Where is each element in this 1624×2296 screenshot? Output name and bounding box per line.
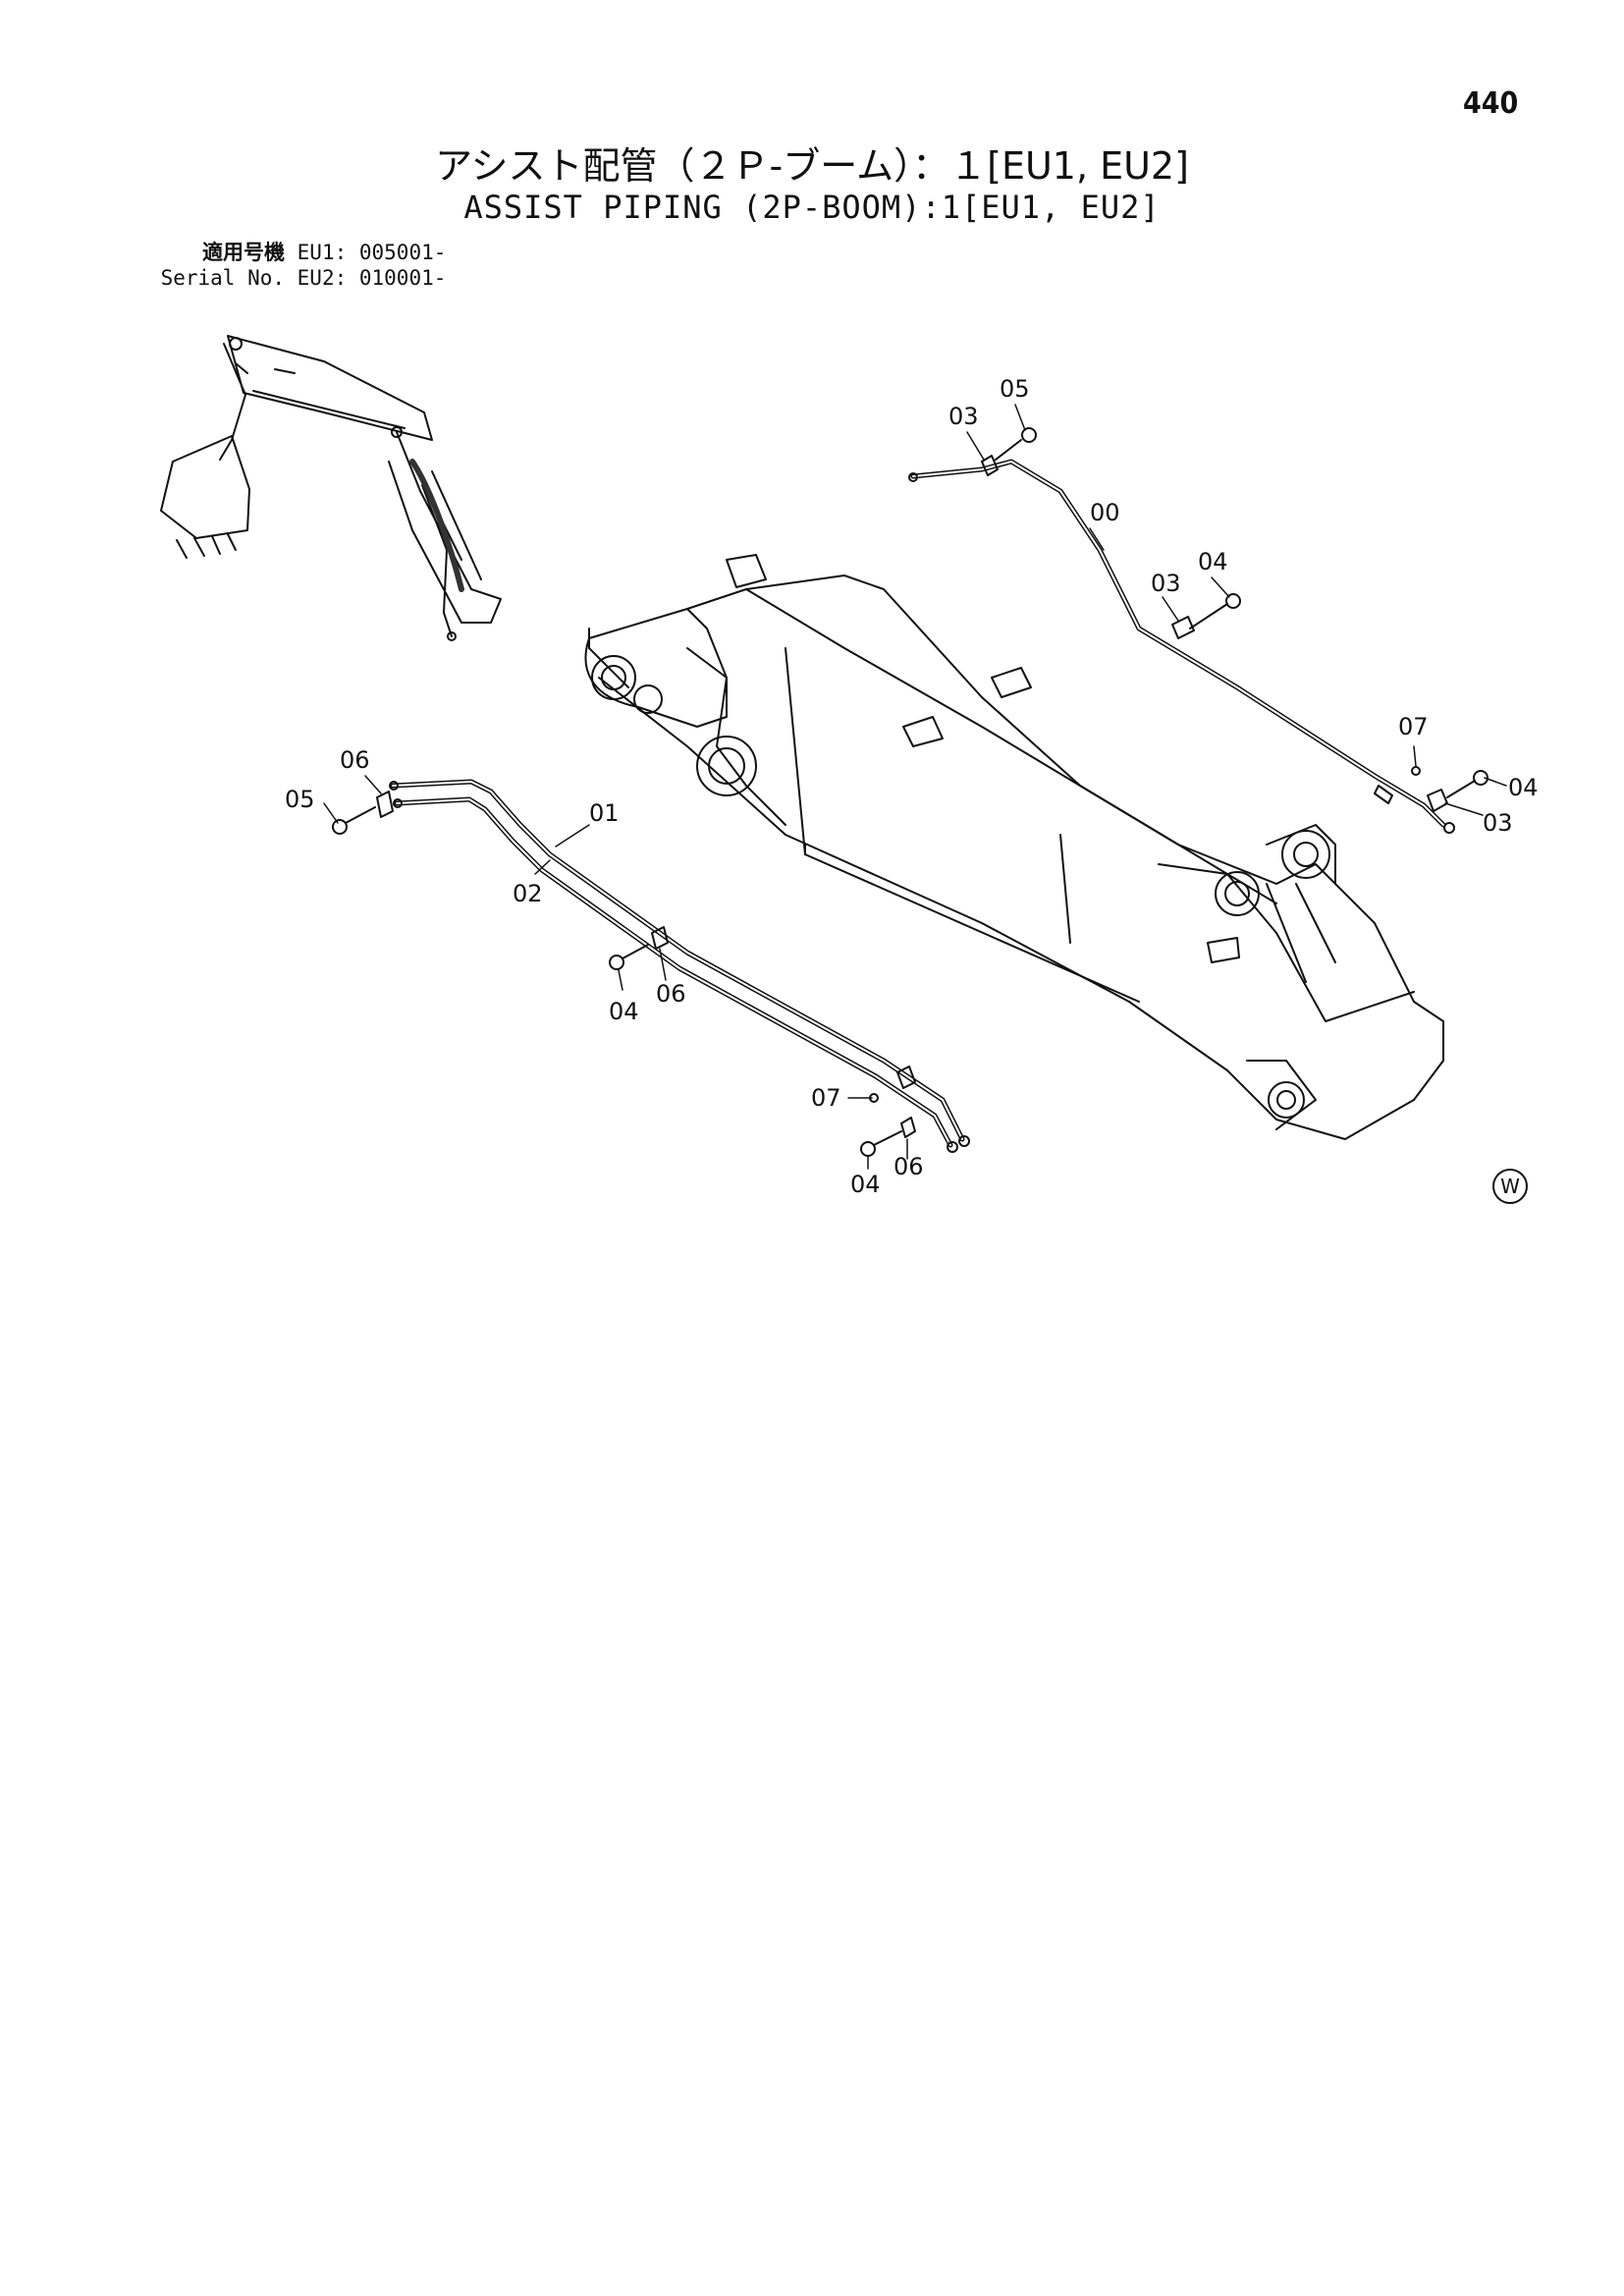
watermark-w-symbol: W xyxy=(1492,1169,1528,1204)
callout-labels: 05 03 00 04 03 07 04 03 06 05 01 02 04 0… xyxy=(285,375,1539,1198)
callout-07-bottom: 07 xyxy=(811,1084,841,1112)
callout-04-bottom: 04 xyxy=(850,1171,881,1198)
callout-04-lower: 04 xyxy=(609,998,639,1025)
callout-00: 00 xyxy=(1090,499,1120,526)
excavator-thumbnail xyxy=(160,335,502,641)
serial-number-block: 適用号機 EU1: 005001- Serial No. EU2: 010001… xyxy=(147,240,447,291)
callout-07-right: 07 xyxy=(1398,713,1429,740)
callout-06-left: 06 xyxy=(340,746,370,774)
serial-eu1: EU1: 005001- xyxy=(297,241,447,264)
callout-03-right: 03 xyxy=(1483,809,1513,837)
serial-row-eu1: 適用号機 EU1: 005001- xyxy=(147,240,446,265)
callout-03-top: 03 xyxy=(948,403,979,430)
serial-label-english: Serial No. xyxy=(160,266,285,290)
callout-01: 01 xyxy=(589,799,620,827)
callout-05-top: 05 xyxy=(1000,375,1030,403)
page-number: 440 xyxy=(1463,86,1519,121)
serial-row-eu2: Serial No. EU2: 010001- xyxy=(147,265,447,291)
callout-06-bottom: 06 xyxy=(893,1153,924,1180)
callout-02: 02 xyxy=(513,880,543,907)
serial-label-japanese: 適用号機 xyxy=(202,241,285,264)
leader-lines xyxy=(323,404,1507,1170)
callout-03-mid: 03 xyxy=(1151,570,1181,597)
callout-04-right: 04 xyxy=(1508,774,1539,801)
boom-body xyxy=(584,554,1444,1140)
title-japanese: アシスト配管（２Ｐ-ブーム）：１[EU1, EU2] xyxy=(435,144,1189,188)
title-english: ASSIST PIPING (2P-BOOM):1[EU1, EU2] xyxy=(463,189,1161,226)
callout-06-lower: 06 xyxy=(656,980,686,1008)
serial-eu2: EU2: 010001- xyxy=(297,266,447,290)
callout-04-mid: 04 xyxy=(1198,548,1228,575)
pipes-01-02 xyxy=(332,779,970,1157)
pipe-00 xyxy=(908,427,1489,834)
callout-05-left: 05 xyxy=(285,786,315,813)
